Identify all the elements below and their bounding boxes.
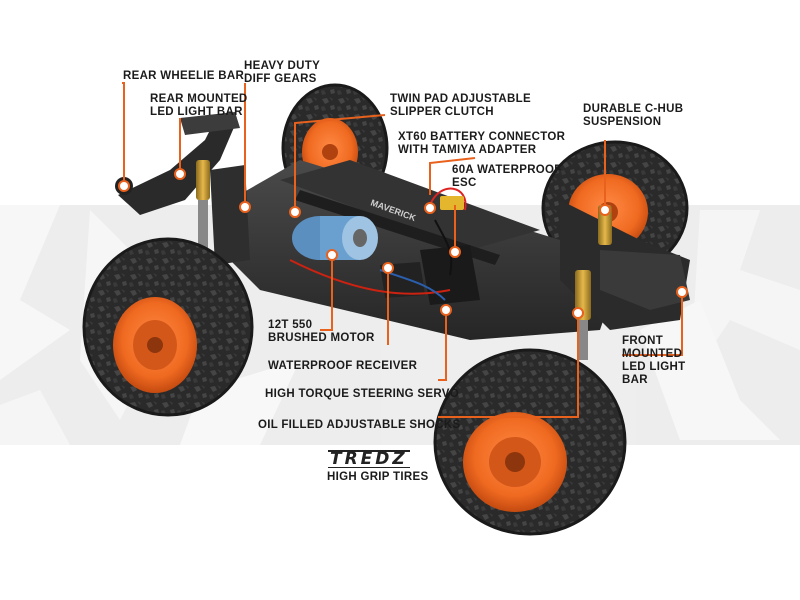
label-line: HIGH GRIP TIRES [327,471,429,483]
label-receiver: WATERPROOF RECEIVER [268,360,417,373]
label-steering-servo: HIGH TORQUE STEERING SERVO [265,388,459,401]
label-rear-wheelie-bar: REAR WHEELIE BAR [123,70,244,83]
label-line: 60A WATERPROOF [452,164,562,176]
label-line: TWIN PAD ADJUSTABLE [390,93,531,105]
label-line: WITH TAMIYA ADAPTER [398,144,537,156]
label-line: FRONT [622,335,664,347]
label-line: REAR WHEELIE BAR [123,70,245,82]
label-line: HIGH TORQUE STEERING SERVO [265,388,459,400]
label-heavy-duty-diff-gears: HEAVY DUTY DIFF GEARS [244,60,320,86]
label-line: DURABLE C-HUB [583,103,684,115]
label-slipper-clutch: TWIN PAD ADJUSTABLE SLIPPER CLUTCH [390,93,531,119]
label-brushed-motor: 12T 550 BRUSHED MOTOR [268,319,375,345]
label-line: XT60 BATTERY CONNECTOR [398,131,566,143]
label-esc: 60A WATERPROOF ESC [452,164,562,190]
tredz-logo: TREDZ [328,449,410,469]
label-line: LED LIGHT BAR [150,106,243,118]
label-line: OIL FILLED ADJUSTABLE SHOCKS [258,419,461,431]
label-line: REAR MOUNTED [150,93,248,105]
callout-markers [118,168,688,319]
shocks [196,160,612,360]
xt60-connector [440,196,464,210]
label-shocks: OIL FILLED ADJUSTABLE SHOCKS [258,419,460,432]
label-line: MOUNTED [622,348,683,360]
label-rear-led-light-bar: REAR MOUNTED LED LIGHT BAR [150,93,248,119]
label-line: SLIPPER CLUTCH [390,106,494,118]
label-line: DIFF GEARS [244,73,317,85]
label-line: BAR [622,374,648,386]
leader-lines [122,82,683,418]
rear-right-tire [82,237,254,417]
label-line: 12T 550 [268,319,313,331]
label-line: BRUSHED MOTOR [268,332,375,344]
label-line: ESC [452,177,477,189]
label-front-led-light-bar: FRONT MOUNTED LED LIGHT BAR [622,335,685,387]
label-line: SUSPENSION [583,116,662,128]
label-c-hub-suspension: DURABLE C-HUB SUSPENSION [583,103,683,129]
label-line: HEAVY DUTY [244,60,321,72]
front-right-tire [433,348,627,536]
label-high-grip-tires: HIGH GRIP TIRES [327,471,428,484]
label-xt60-connector: XT60 BATTERY CONNECTOR WITH TAMIYA ADAPT… [398,131,565,157]
label-line: LED LIGHT [622,361,686,373]
label-line: WATERPROOF RECEIVER [268,360,418,372]
motor [292,216,378,260]
